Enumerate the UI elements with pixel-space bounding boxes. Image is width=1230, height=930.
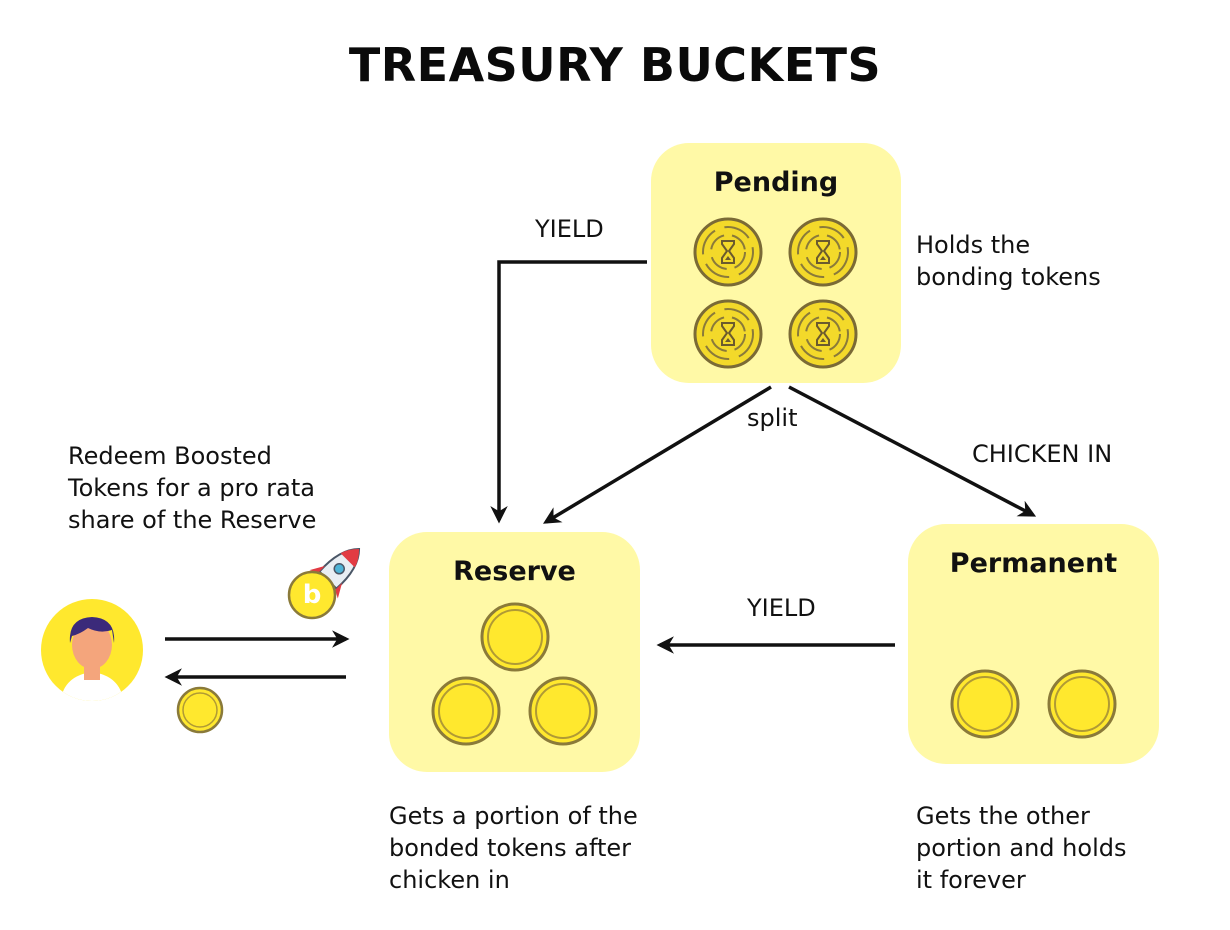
yield-label-bottom: YIELD: [747, 594, 816, 622]
hourglass-coin-icon: [788, 299, 858, 369]
split-arrow-to-reserve: [542, 385, 772, 524]
chicken-in-label: CHICKEN IN: [972, 440, 1113, 468]
yield-arrow-pending-reserve: [490, 260, 647, 524]
diagram-title: TREASURY BUCKETS: [348, 38, 882, 92]
reserve-note-line: chicken in: [389, 866, 510, 894]
boosted-token-letter: b: [302, 580, 322, 610]
permanent-bucket-title: Permanent: [949, 548, 1118, 579]
permanent-note-line: portion and holds: [916, 834, 1127, 862]
boosted-token-icon: [287, 570, 337, 620]
coin-icon: [431, 676, 501, 746]
coin-icon: [950, 669, 1020, 739]
hourglass-coin-icon: [788, 217, 858, 287]
split-label: split: [747, 404, 798, 432]
redeem-note-line: share of the Reserve: [68, 506, 317, 534]
coin-icon: [480, 602, 550, 672]
yield-label-top: YIELD: [535, 215, 604, 243]
reserve-note: Gets a portion of the bonded tokens afte…: [389, 800, 709, 896]
pending-note-line: Holds the: [916, 231, 1031, 259]
hourglass-coin-icon: [693, 299, 763, 369]
permanent-note-line: it forever: [916, 866, 1026, 894]
coin-icon: [176, 686, 224, 734]
permanent-note: Gets the other portion and holds it fore…: [916, 800, 1216, 896]
redeem-note: Redeem Boosted Tokens for a pro rata sha…: [68, 440, 388, 536]
redeem-note-line: Tokens for a pro rata: [68, 474, 315, 502]
coin-icon: [528, 676, 598, 746]
coin-icon: [1047, 669, 1117, 739]
chicken-in-arrow: [788, 385, 1037, 517]
hourglass-coin-icon: [693, 217, 763, 287]
reserve-note-line: Gets a portion of the: [389, 802, 638, 830]
pending-note: Holds the bonding tokens: [916, 229, 1216, 293]
redeem-note-line: Redeem Boosted: [68, 442, 272, 470]
reserve-bucket-title: Reserve: [453, 556, 576, 587]
pending-bucket-title: Pending: [713, 167, 839, 198]
permanent-note-line: Gets the other: [916, 802, 1090, 830]
permanent-bucket: Permanent: [908, 524, 1159, 764]
reserve-note-line: bonded tokens after: [389, 834, 632, 862]
pending-bucket: Pending: [651, 143, 901, 383]
pending-note-line: bonding tokens: [916, 263, 1101, 291]
reserve-bucket: Reserve: [389, 532, 640, 772]
user-avatar-icon: [41, 599, 143, 701]
